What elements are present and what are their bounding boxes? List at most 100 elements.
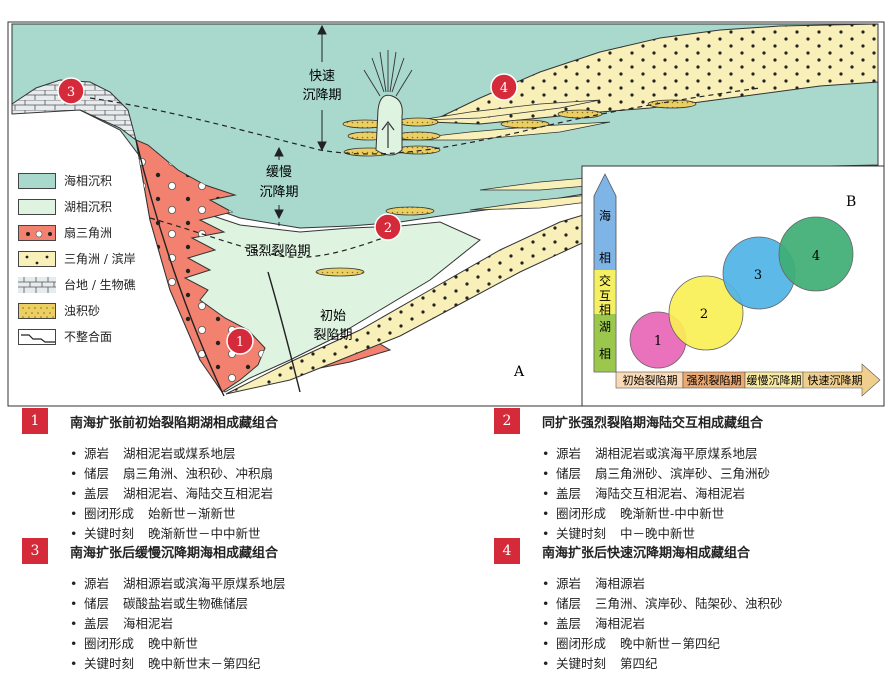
dashed-surface-lower: [149, 217, 401, 258]
fault-line: [267, 271, 301, 393]
y-label: 湖: [599, 319, 611, 334]
card-item: •源岩湖相泥岩或滨海平原煤系地层: [542, 444, 770, 464]
marker-1-label: 1: [236, 335, 244, 350]
turbidite-lens: [397, 117, 439, 127]
card-item: •关键时刻中－晚中新世: [542, 524, 770, 544]
fault-line: [135, 139, 225, 397]
delta-shoreline-lower-texture: [226, 166, 878, 394]
reef-buildup: [375, 94, 403, 156]
item-key: 圈闭形成: [556, 506, 607, 521]
panel-b-x-labels: 初始裂陷期 强烈裂陷期 缓慢沉降期 快速沉降期: [623, 373, 863, 387]
card-item: •关键时刻晚中新世末－第四纪: [70, 654, 286, 674]
x-label: 缓慢沉降期: [747, 373, 802, 387]
item-value: 湖相泥岩或滨海平原煤系地层: [595, 446, 758, 461]
item-value: 碳酸盐岩或生物礁储层: [123, 596, 249, 611]
legend-item: 湖相沉积: [18, 196, 153, 218]
card-number-badge: 2: [494, 408, 520, 434]
item-value: 湖相源岩或滨海平原煤系地层: [123, 576, 286, 591]
panel-b-x-axis: [615, 363, 881, 397]
panel-a-label: A: [513, 364, 525, 380]
item-value: 三角洲、滨岸砂、陆架砂、浊积砂: [595, 596, 783, 611]
legend-label: 海相沉积: [64, 174, 113, 188]
y-label: 海: [599, 208, 611, 223]
legend-label: 湖相沉积: [64, 200, 113, 214]
delta-swatch-icon: [18, 251, 56, 267]
item-value: 扇三角洲砂、滨岸砂、三角洲砂: [595, 466, 771, 481]
item-value: 湖相泥岩、海陆交互相泥岩: [123, 486, 274, 501]
item-key: 源岩: [556, 446, 582, 461]
card-item: •关键时刻晚渐新世－中中新世: [70, 524, 273, 544]
marker-2-label: 2: [384, 221, 392, 236]
stage-fast-line2: 沉降期: [302, 88, 341, 103]
item-value: 第四纪: [620, 656, 658, 671]
delta-tongue-1: [419, 99, 601, 121]
bubble-3-label: 3: [754, 268, 762, 283]
card-item: •圈闭形成晚渐新世-中中新世: [542, 504, 770, 524]
card-item: •源岩海相源岩: [542, 574, 783, 594]
item-key: 储层: [84, 466, 110, 481]
item-value: 晚中新世－第四纪: [620, 636, 721, 651]
card-items: •源岩海相源岩 •储层三角洲、滨岸砂、陆架砂、浊积砂 •盖层海相泥岩 •圈闭形成…: [542, 574, 783, 674]
card-item: •储层扇三角洲、浊积砂、冲积扇: [70, 464, 273, 484]
card-2: 2 同扩张强烈裂陷期海陆交互相成藏组合 •源岩湖相泥岩或滨海平原煤系地层 •储层…: [494, 408, 884, 543]
item-key: 关键时刻: [556, 526, 607, 541]
panel-b-y-labels: 海 相 交 互 相 湖 相: [599, 208, 611, 361]
item-value: 海相源岩: [595, 576, 646, 591]
stage-strong: 强烈裂陷期: [245, 244, 310, 259]
legend-label: 台地 / 生物礁: [64, 278, 136, 292]
marine-swatch-icon: [18, 173, 56, 189]
turbidite-lens: [647, 99, 697, 109]
stage-initial-line1: 初始: [320, 309, 346, 324]
fan-delta-swatch-icon: [18, 225, 56, 241]
x-label: 强烈裂陷期: [687, 373, 742, 387]
item-key: 储层: [556, 466, 582, 481]
card-item: •储层碳酸盐岩或生物礁储层: [70, 594, 286, 614]
card-3: 3 南海扩张后缓慢沉降期海相成藏组合 •源岩湖相源岩或滨海平原煤系地层 •储层碳…: [22, 538, 462, 678]
legend-item: 不整合面: [18, 326, 153, 348]
item-key: 盖层: [84, 486, 110, 501]
card-item: •源岩湖相源岩或滨海平原煤系地层: [70, 574, 286, 594]
legend-label: 浊积砂: [64, 304, 101, 318]
card-title: 南海扩张前初始裂陷期湖相成藏组合: [70, 416, 279, 431]
bubble-4: [778, 216, 854, 292]
card-number-badge: 3: [22, 538, 48, 564]
card-number-badge: 1: [22, 408, 48, 434]
turbidite-lens: [395, 131, 441, 141]
bubble-2: [668, 275, 744, 351]
marker-4-label: 4: [500, 81, 508, 96]
item-value: 晚渐新世－中中新世: [148, 526, 261, 541]
legend-item: 浊积砂: [18, 300, 153, 322]
reef-rays: [363, 50, 413, 97]
item-value: 晚中新世末－第四纪: [148, 656, 261, 671]
fan-delta-left-texture: [136, 140, 265, 392]
card-item: •储层扇三角洲砂、滨岸砂、三角洲砂: [542, 464, 770, 484]
item-key: 源岩: [556, 576, 582, 591]
panel-b-bubbles: 1 2 3 4: [629, 216, 854, 369]
panel-b-y-axis: [593, 173, 617, 373]
y-label: 相: [599, 303, 611, 317]
item-value: 始新世－渐新世: [148, 506, 236, 521]
marker-2: 2: [374, 213, 402, 241]
card-number-badge: 4: [494, 538, 520, 564]
item-key: 源岩: [84, 446, 110, 461]
card-title: 南海扩张后快速沉降期海相成藏组合: [542, 546, 751, 561]
legend-item: 三角洲 / 滨岸: [18, 248, 153, 270]
item-key: 储层: [556, 596, 582, 611]
legend-item: 海相沉积: [18, 170, 153, 192]
card-title: 同扩张强烈裂陷期海陆交互相成藏组合: [542, 416, 764, 431]
legend-label: 三角洲 / 滨岸: [64, 252, 136, 266]
card-1: 1 南海扩张前初始裂陷期湖相成藏组合 •源岩湖相泥岩或煤系地层 •储层扇三角洲、…: [22, 408, 462, 543]
item-value: 湖相泥岩或煤系地层: [123, 446, 236, 461]
reef-up-arrow: [381, 121, 395, 148]
delta-tongue-2: [399, 121, 611, 141]
marker-1: 1: [226, 327, 254, 355]
y-label: 相: [599, 251, 611, 265]
x-label: 快速沉降期: [808, 373, 863, 387]
item-value: 海相泥岩: [595, 616, 646, 631]
item-value: 中－晚中新世: [620, 526, 696, 541]
item-value: 晚渐新世-中中新世: [620, 506, 725, 521]
play-cards: 1 南海扩张前初始裂陷期湖相成藏组合 •源岩湖相泥岩或煤系地层 •储层扇三角洲、…: [0, 408, 886, 683]
marker-3-label: 3: [67, 85, 75, 100]
card-items: •源岩湖相泥岩或煤系地层 •储层扇三角洲、浊积砂、冲积扇 •盖层湖相泥岩、海陆交…: [70, 444, 273, 544]
turbidite-lens: [557, 109, 603, 119]
